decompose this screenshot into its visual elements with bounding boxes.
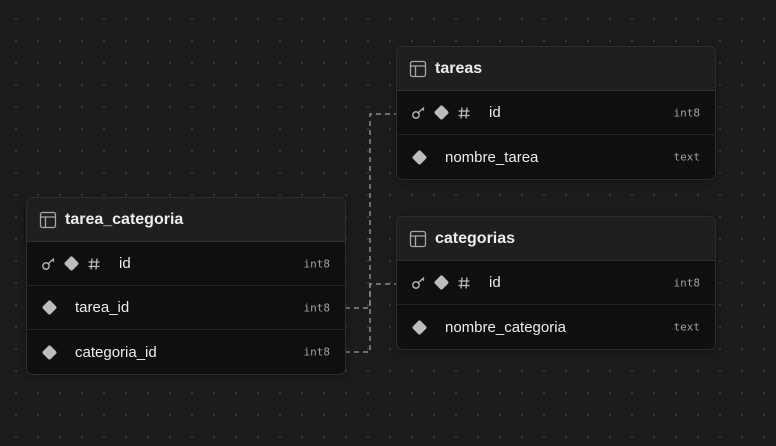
key-icon xyxy=(412,276,425,289)
diamond-icon xyxy=(41,299,58,316)
column-row-nombre-categoria[interactable]: nombre_categoria text xyxy=(397,305,715,349)
column-row-id[interactable]: id int8 xyxy=(27,242,345,286)
column-name: id xyxy=(489,104,501,121)
hash-icon xyxy=(458,106,470,119)
key-icon xyxy=(42,257,55,270)
column-row-id[interactable]: id int8 xyxy=(397,91,715,135)
table-categorias[interactable]: categorias id int8 nombre_categoria text xyxy=(396,216,716,350)
column-row-tarea-id[interactable]: tarea_id int8 xyxy=(27,286,345,330)
column-row-nombre-tarea[interactable]: nombre_tarea text xyxy=(397,135,715,179)
diamond-icon xyxy=(41,344,58,360)
relation-line-categoria-id xyxy=(345,283,396,353)
column-type: text xyxy=(673,320,701,334)
column-type: int8 xyxy=(673,106,701,119)
relation-line-tarea-id xyxy=(345,113,396,309)
column-name: tarea_id xyxy=(75,299,130,316)
diamond-icon xyxy=(433,104,450,121)
table-header[interactable]: tareas xyxy=(397,47,715,91)
table-icon xyxy=(39,211,57,228)
key-icon xyxy=(412,106,425,119)
table-header[interactable]: tarea_categoria xyxy=(27,198,345,242)
table-title: tareas xyxy=(435,59,483,77)
table-tarea-categoria[interactable]: tarea_categoria id int8 tarea_id int8 ca… xyxy=(26,197,346,375)
diamond-icon xyxy=(433,274,450,291)
column-type: text xyxy=(673,150,701,164)
table-title: tarea_categoria xyxy=(65,210,184,228)
column-name: id xyxy=(119,255,131,272)
column-name: nombre_categoria xyxy=(445,318,566,336)
table-icon xyxy=(409,230,427,247)
hash-icon xyxy=(88,257,100,270)
hash-icon xyxy=(458,276,470,289)
column-name: id xyxy=(489,274,501,291)
table-title: categorias xyxy=(435,229,516,247)
column-type: int8 xyxy=(673,276,701,289)
table-header[interactable]: categorias xyxy=(397,217,715,261)
diamond-icon xyxy=(411,319,428,335)
diamond-icon xyxy=(411,149,428,165)
column-type: int8 xyxy=(303,301,331,314)
column-type: int8 xyxy=(303,257,331,270)
column-row-id[interactable]: id int8 xyxy=(397,261,715,305)
diamond-icon xyxy=(63,255,80,272)
table-icon xyxy=(409,60,427,77)
column-row-categoria-id[interactable]: categoria_id int8 xyxy=(27,330,345,374)
column-name: nombre_tarea xyxy=(445,148,539,166)
table-tareas[interactable]: tareas id int8 nombre_tarea text xyxy=(396,46,716,180)
column-type: int8 xyxy=(303,345,331,359)
column-name: categoria_id xyxy=(75,343,157,361)
